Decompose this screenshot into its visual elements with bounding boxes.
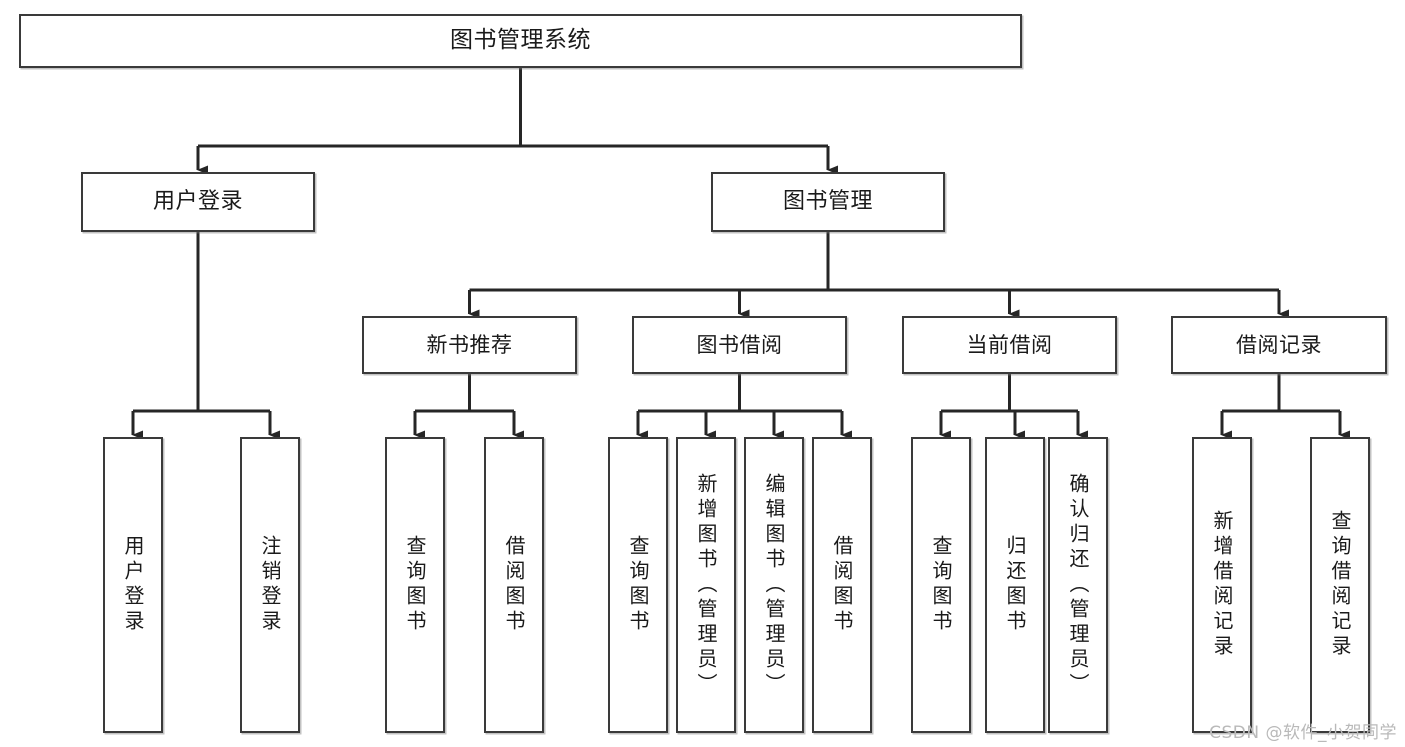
node-book-borrow-label: 图书借阅	[696, 332, 783, 357]
node-leaf-query-book-current-label: 查询图书	[929, 535, 953, 635]
node-leaf-confirm-return-label: 确认归还（管理员）	[1066, 472, 1090, 698]
node-leaf-query-book-rec-label: 查询图书	[403, 535, 427, 635]
node-leaf-user-logout[interactable]: 注销登录	[240, 437, 300, 733]
node-borrow-record[interactable]: 借阅记录	[1171, 316, 1387, 374]
node-user-login-label: 用户登录	[152, 189, 243, 215]
node-leaf-add-record-label: 新增借阅记录	[1210, 510, 1234, 660]
node-leaf-return-book-label: 归还图书	[1003, 535, 1027, 635]
node-leaf-user-login[interactable]: 用户登录	[103, 437, 163, 733]
node-leaf-add-book[interactable]: 新增图书（管理员）	[676, 437, 736, 733]
node-leaf-borrow-book-label: 借阅图书	[830, 535, 854, 635]
node-leaf-edit-book-label: 编辑图书（管理员）	[762, 472, 786, 698]
node-leaf-query-book-borrow-label: 查询图书	[626, 535, 650, 635]
node-leaf-query-book-borrow[interactable]: 查询图书	[608, 437, 668, 733]
node-book-manage-label: 图书管理	[782, 189, 873, 215]
node-root[interactable]: 图书管理系统	[19, 14, 1022, 68]
node-book-manage[interactable]: 图书管理	[711, 172, 945, 232]
node-leaf-return-book[interactable]: 归还图书	[985, 437, 1045, 733]
node-leaf-user-login-label: 用户登录	[121, 535, 145, 635]
node-leaf-add-book-label: 新增图书（管理员）	[694, 472, 718, 698]
node-current-borrow[interactable]: 当前借阅	[902, 316, 1117, 374]
node-leaf-query-book-rec[interactable]: 查询图书	[385, 437, 445, 733]
node-leaf-user-logout-label: 注销登录	[258, 535, 282, 635]
node-current-borrow-label: 当前借阅	[966, 332, 1053, 357]
node-leaf-add-record[interactable]: 新增借阅记录	[1192, 437, 1252, 733]
node-leaf-borrow-book-rec[interactable]: 借阅图书	[484, 437, 544, 733]
node-new-book-recommend-label: 新书推荐	[426, 332, 513, 357]
node-root-label: 图书管理系统	[450, 27, 591, 54]
node-leaf-borrow-book[interactable]: 借阅图书	[812, 437, 872, 733]
node-leaf-query-record[interactable]: 查询借阅记录	[1310, 437, 1370, 733]
node-new-book-recommend[interactable]: 新书推荐	[362, 316, 577, 374]
node-book-borrow[interactable]: 图书借阅	[632, 316, 847, 374]
node-leaf-query-record-label: 查询借阅记录	[1328, 510, 1352, 660]
csdn-watermark: CSDN @软件_小贺同学	[1209, 723, 1397, 743]
node-leaf-edit-book[interactable]: 编辑图书（管理员）	[744, 437, 804, 733]
node-leaf-query-book-current[interactable]: 查询图书	[911, 437, 971, 733]
node-user-login[interactable]: 用户登录	[81, 172, 315, 232]
node-leaf-confirm-return[interactable]: 确认归还（管理员）	[1048, 437, 1108, 733]
node-borrow-record-label: 借阅记录	[1236, 332, 1322, 357]
node-leaf-borrow-book-rec-label: 借阅图书	[502, 535, 526, 635]
